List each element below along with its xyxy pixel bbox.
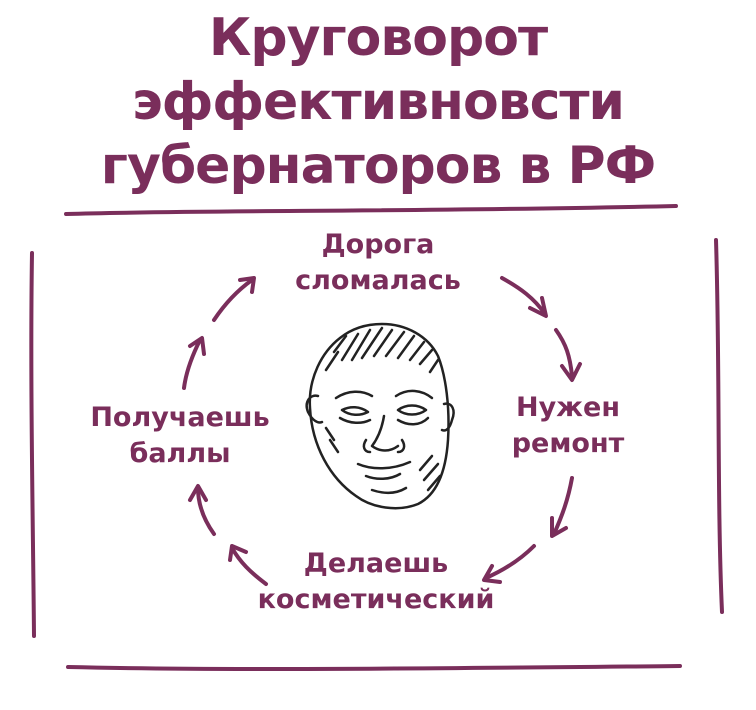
cycle-step-bottom: Делаешь косметический [236, 546, 516, 618]
arrow-right-mid [554, 328, 582, 382]
cycle-step-bottom-line-1: Делаешь [303, 548, 449, 579]
cycle-step-left: Получаешь баллы [80, 400, 280, 472]
cycle-step-right: Нужен ремонт [488, 390, 648, 462]
arrow-right-to-bottom-2 [482, 544, 536, 584]
right-rule [714, 238, 724, 614]
title-line-2: эффективновсти [131, 72, 625, 132]
title-line-3: губернаторов в РФ [100, 136, 656, 196]
cycle-step-top: Дорога сломалась [248, 227, 508, 299]
cycle-step-right-line-2: ремонт [511, 428, 625, 459]
arrow-left-to-top-1 [182, 336, 206, 390]
arrow-left-to-top-2 [212, 276, 256, 322]
bottom-rule [66, 664, 682, 671]
left-rule [29, 251, 36, 638]
arrow-right-to-bottom-1 [550, 476, 574, 538]
cycle-step-left-line-1: Получаешь [90, 402, 270, 433]
cycle-step-top-line-1: Дорога [321, 229, 435, 260]
title-line-1: Круговорот [208, 8, 548, 68]
face-sketch-icon [305, 322, 455, 510]
cycle-step-right-line-1: Нужен [515, 392, 621, 423]
arrow-bottom-to-left-1 [228, 544, 268, 586]
cycle-step-bottom-line-2: косметический [257, 584, 495, 615]
arrow-top-to-right [500, 276, 548, 318]
arrow-bottom-to-left-2 [188, 484, 216, 536]
page-title: Круговорот эффективновсти губернаторов в… [0, 6, 756, 198]
top-rule [64, 204, 678, 216]
cycle-step-left-line-2: баллы [129, 438, 231, 469]
cycle-step-top-line-2: сломалась [295, 265, 461, 296]
